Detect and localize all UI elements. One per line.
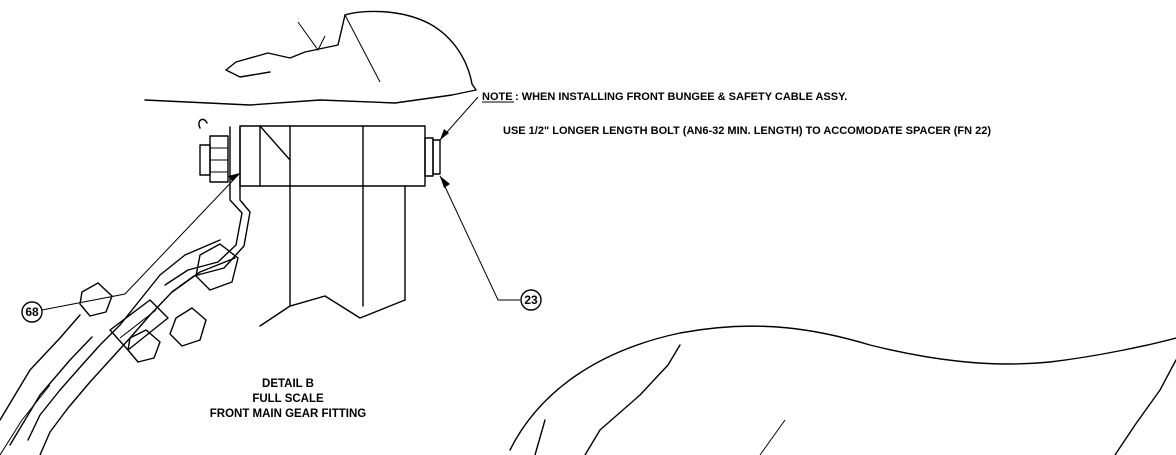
lower-skin xyxy=(509,325,1176,455)
safety-cable xyxy=(0,239,239,455)
installation-note: NOTE : WHEN INSTALLING FRONT BUNGEE & SA… xyxy=(482,91,991,137)
gear-leg xyxy=(259,185,406,327)
callout-23-label: 23 xyxy=(524,293,538,307)
note-line-1: : WHEN INSTALLING FRONT BUNGEE & SAFETY … xyxy=(515,91,847,103)
gear-fitting-block xyxy=(239,125,426,187)
fuselage-outline xyxy=(144,10,477,106)
detail-caption: DETAIL B FULL SCALE FRONT MAIN GEAR FITT… xyxy=(210,378,367,420)
callout-23: 23 xyxy=(520,289,542,311)
bungee-bracket xyxy=(164,118,251,293)
leaders xyxy=(41,96,520,311)
callout-68: 68 xyxy=(21,301,43,323)
callout-68-label: 68 xyxy=(25,305,39,319)
detail-scale: FULL SCALE xyxy=(252,393,324,405)
note-line-2: USE 1/2" LONGER LENGTH BOLT (AN6-32 MIN.… xyxy=(503,125,991,137)
detail-subtitle: FRONT MAIN GEAR FITTING xyxy=(210,408,367,420)
note-label: NOTE xyxy=(482,91,513,103)
detail-title: DETAIL B xyxy=(262,378,314,390)
bolt-head xyxy=(424,137,441,177)
